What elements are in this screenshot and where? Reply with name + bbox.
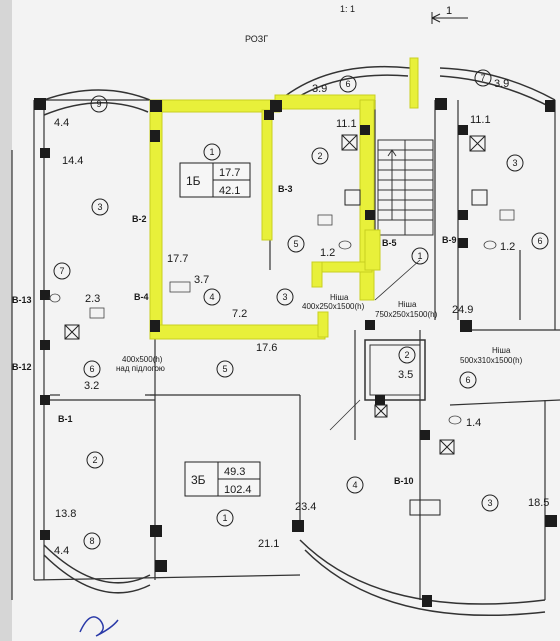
room-number-texts: 9 6 7 1 2 3 3 5 7 1 4 3 6 2 5 6 6 2 4 3 … bbox=[59, 73, 542, 546]
svg-text:В-12: В-12 bbox=[12, 362, 32, 372]
svg-text:21.1: 21.1 bbox=[258, 538, 279, 550]
svg-text:1: 1 bbox=[417, 251, 422, 261]
svg-text:24.9: 24.9 bbox=[452, 304, 473, 316]
svg-text:2: 2 bbox=[404, 350, 409, 360]
leader-line-2 bbox=[329, 399, 361, 431]
svg-text:49.3: 49.3 bbox=[224, 466, 245, 478]
svg-text:Ніша: Ніша bbox=[330, 293, 349, 302]
niche-annotation-1: Ніша 400x250x1500(h) bbox=[302, 293, 365, 311]
svg-text:В-13: В-13 bbox=[12, 295, 32, 305]
svg-text:3.2: 3.2 bbox=[84, 380, 99, 392]
leader-line bbox=[374, 259, 421, 301]
svg-text:7: 7 bbox=[59, 266, 64, 276]
svg-text:В-5: В-5 bbox=[382, 238, 397, 248]
svg-text:1: 1 bbox=[209, 147, 214, 157]
svg-text:7: 7 bbox=[480, 73, 485, 83]
elevator-shaft bbox=[364, 339, 426, 401]
svg-text:3Б: 3Б bbox=[191, 473, 206, 487]
svg-text:23.4: 23.4 bbox=[295, 501, 316, 513]
svg-text:4: 4 bbox=[209, 292, 214, 302]
svg-text:18.5: 18.5 bbox=[528, 497, 549, 509]
svg-text:17.7: 17.7 bbox=[219, 167, 240, 179]
svg-text:400x500(h): 400x500(h) bbox=[122, 355, 163, 364]
svg-text:В-2: В-2 bbox=[132, 214, 147, 224]
svg-text:5: 5 bbox=[293, 239, 298, 249]
svg-text:4.4: 4.4 bbox=[54, 117, 69, 129]
svg-text:14.4: 14.4 bbox=[62, 155, 83, 167]
svg-text:6: 6 bbox=[465, 375, 470, 385]
highlighted-walls bbox=[149, 57, 419, 340]
svg-text:5: 5 bbox=[222, 364, 227, 374]
svg-text:В-9: В-9 bbox=[442, 235, 457, 245]
svg-text:6: 6 bbox=[345, 79, 350, 89]
svg-text:11.1: 11.1 bbox=[336, 118, 357, 130]
room-number-markers bbox=[53, 69, 549, 550]
svg-text:2.3: 2.3 bbox=[85, 293, 100, 305]
svg-text:8: 8 bbox=[89, 536, 94, 546]
svg-text:102.4: 102.4 bbox=[224, 484, 252, 496]
header-partial-text: РОЗГ bbox=[245, 34, 268, 44]
svg-text:400x250x1500(h): 400x250x1500(h) bbox=[302, 302, 365, 311]
svg-text:3.9: 3.9 bbox=[312, 83, 327, 95]
svg-text:2: 2 bbox=[92, 455, 97, 465]
svg-text:750x250x1500(h): 750x250x1500(h) bbox=[375, 310, 438, 319]
svg-text:3.7: 3.7 bbox=[194, 274, 209, 286]
apartment-1b-box: 1Б 17.7 42.1 bbox=[179, 162, 251, 198]
sanitary-fixtures bbox=[49, 209, 515, 425]
signature-mark bbox=[79, 616, 119, 637]
svg-text:9: 9 bbox=[96, 99, 101, 109]
svg-text:42.1: 42.1 bbox=[219, 185, 240, 197]
svg-text:Ніша: Ніша bbox=[492, 346, 511, 355]
svg-text:7.2: 7.2 bbox=[232, 308, 247, 320]
svg-text:Ніша: Ніша bbox=[398, 300, 417, 309]
svg-text:6: 6 bbox=[537, 236, 542, 246]
svg-text:3: 3 bbox=[282, 292, 287, 302]
svg-text:В-3: В-3 bbox=[278, 184, 293, 194]
header-fragment: 1: 1 bbox=[340, 4, 355, 14]
svg-text:3: 3 bbox=[487, 498, 492, 508]
svg-text:3: 3 bbox=[97, 202, 102, 212]
svg-text:17.7: 17.7 bbox=[167, 253, 188, 265]
svg-text:над підлогою: над підлогою bbox=[116, 364, 165, 373]
left-margin-shadow bbox=[0, 0, 12, 641]
wall-columns bbox=[34, 98, 557, 607]
svg-text:6: 6 bbox=[89, 364, 94, 374]
svg-text:4: 4 bbox=[352, 480, 357, 490]
niche-annotation-3: Ніша 500x310x1500(h) bbox=[460, 346, 523, 365]
svg-text:1.2: 1.2 bbox=[320, 247, 335, 259]
niche-annotation-2: Ніша 750x250x1500(h) bbox=[375, 300, 438, 319]
svg-text:13.8: 13.8 bbox=[55, 508, 76, 520]
svg-text:3.5: 3.5 bbox=[398, 369, 413, 381]
svg-text:4.4: 4.4 bbox=[54, 545, 69, 557]
ventilation-shafts bbox=[64, 134, 488, 516]
svg-text:В-4: В-4 bbox=[134, 292, 149, 302]
svg-text:1: 1 bbox=[222, 513, 227, 523]
svg-text:3.9: 3.9 bbox=[494, 78, 509, 90]
svg-text:1Б: 1Б bbox=[186, 174, 201, 188]
opening-annotation: 400x500(h) над підлогою bbox=[116, 355, 165, 373]
svg-text:1.4: 1.4 bbox=[466, 417, 481, 429]
svg-text:В-1: В-1 bbox=[58, 414, 73, 424]
svg-text:500x310x1500(h): 500x310x1500(h) bbox=[460, 356, 523, 365]
section-arrow: 1 bbox=[431, 5, 468, 24]
svg-text:17.6: 17.6 bbox=[256, 342, 277, 354]
svg-text:11.1: 11.1 bbox=[470, 114, 491, 126]
staircase bbox=[377, 139, 434, 236]
svg-text:3: 3 bbox=[512, 158, 517, 168]
svg-text:В-10: В-10 bbox=[394, 476, 414, 486]
svg-text:1.2: 1.2 bbox=[500, 241, 515, 253]
section-labels: В-13 В-12 В-1 В-2 В-3 В-4 В-5 В-9 В-10 bbox=[12, 184, 457, 486]
apartment-3b-box: 3Б 49.3 102.4 bbox=[184, 461, 261, 497]
svg-text:2: 2 bbox=[317, 151, 322, 161]
bay-curves bbox=[43, 65, 556, 617]
area-labels: 3.9 3.9 4.4 14.4 11.1 11.1 17.7 3.7 7.2 … bbox=[54, 78, 549, 557]
svg-text:1: 1 bbox=[446, 5, 452, 17]
